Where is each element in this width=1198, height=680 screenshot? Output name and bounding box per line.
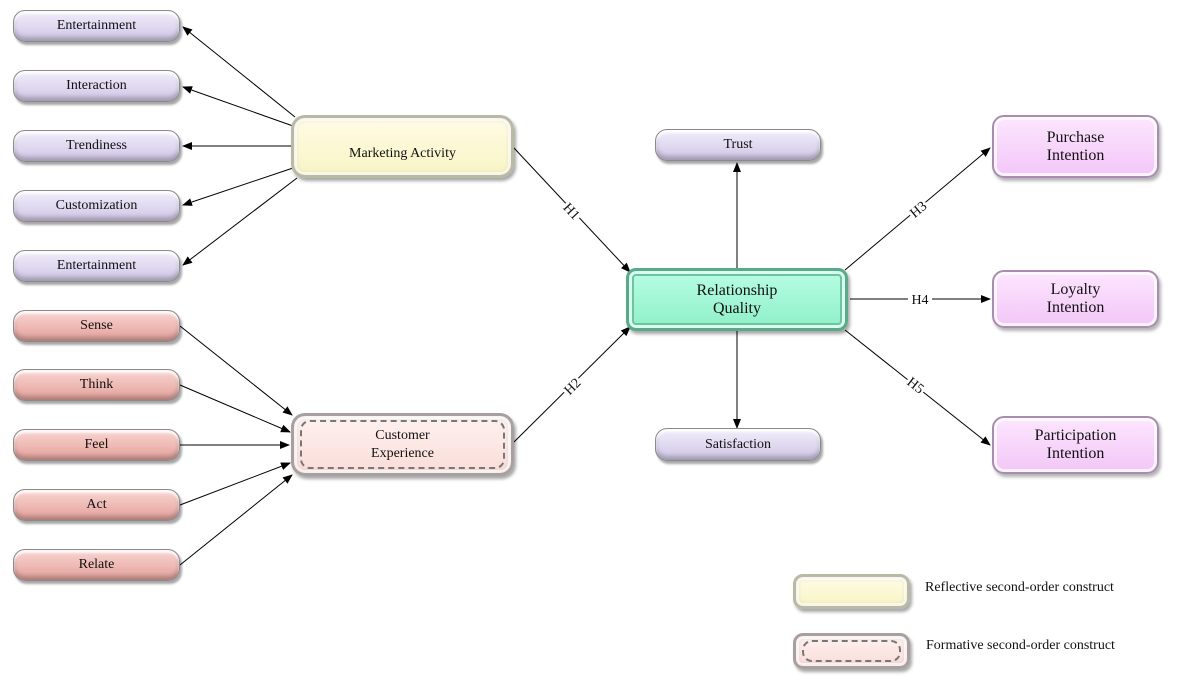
arrow-ma-entertainment-2 [182, 177, 298, 266]
construct-marketing-activity: Marketing Activity [291, 115, 514, 178]
hypothesis-label-h2: H2 [562, 376, 585, 399]
construct-customer-experience: Customer Experience [291, 413, 514, 476]
indicator-entertainment-1: Entertainment [13, 10, 180, 42]
indicator-relate: Relate [13, 549, 180, 581]
arrow-ma-entertainment-1 [182, 26, 296, 118]
legend-swatch-reflective [793, 574, 910, 609]
indicator-customization: Customization [13, 190, 180, 222]
indicator-trendiness: Trendiness [13, 130, 180, 162]
arrow-think-ce [179, 384, 291, 433]
arrow-sense-ce [179, 325, 293, 416]
legend-swatch-formative [793, 633, 910, 669]
hypothesis-label-h1: H1 [560, 201, 583, 224]
construct-loyalty-intention: Loyalty Intention [992, 270, 1159, 328]
construct-participation-intention: Participation Intention [992, 416, 1159, 474]
arrow-ma-interaction [182, 86, 294, 127]
indicator-satisfaction: Satisfaction [655, 428, 821, 461]
arrow-ma-customization [182, 167, 294, 206]
arrow-act-ce [179, 462, 291, 506]
indicator-entertainment-2: Entertainment [13, 250, 180, 282]
indicator-sense: Sense [13, 310, 180, 342]
hypothesis-label-h4: H4 [911, 293, 928, 308]
legend-label-formative: Formative second-order construct [926, 638, 1115, 653]
arrow-relate-ce [179, 474, 293, 566]
indicator-trust: Trust [655, 129, 821, 161]
hypothesis-label-h5: H5 [904, 375, 927, 397]
construct-purchase-intention: Purchase Intention [992, 115, 1159, 178]
indicator-act: Act [13, 489, 180, 521]
indicator-feel: Feel [13, 429, 180, 461]
legend-label-reflective: Reflective second-order construct [925, 580, 1114, 595]
indicator-think: Think [13, 369, 180, 401]
hypothesis-label-h3: H3 [908, 199, 931, 221]
construct-relationship-quality: Relationship Quality [626, 268, 848, 331]
indicator-interaction: Interaction [13, 70, 180, 102]
